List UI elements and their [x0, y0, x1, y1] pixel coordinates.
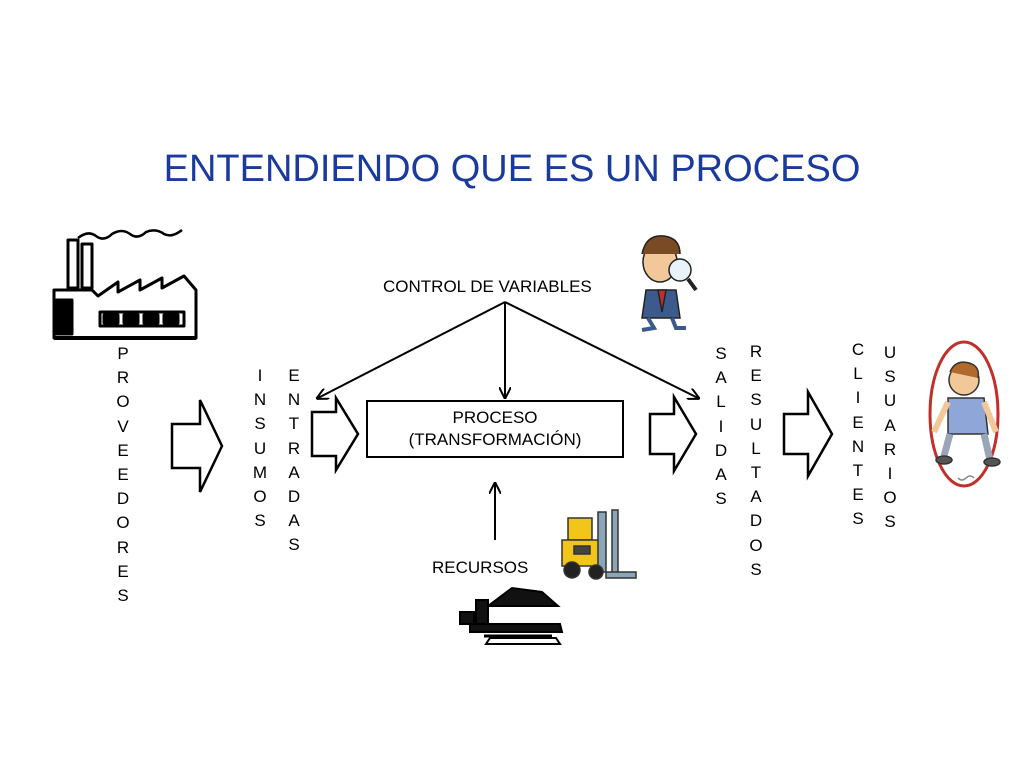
- vertical-letter: E: [288, 366, 300, 385]
- vertical-letter: L: [853, 364, 863, 384]
- block-arrow-2: [310, 393, 360, 475]
- resources-label: RECURSOS: [432, 558, 529, 577]
- vertical-letter: P: [117, 344, 129, 363]
- vertical-letter: O: [253, 487, 267, 507]
- vertical-letter: T: [852, 461, 864, 481]
- block-arrow-1: [170, 399, 224, 493]
- vertical-letter: R: [116, 368, 130, 388]
- vertical-letter: I: [257, 366, 263, 385]
- vertical-letter: D: [116, 489, 130, 509]
- vertical-letter: O: [883, 488, 897, 508]
- vertical-letter: N: [851, 436, 865, 456]
- vertical-letter: S: [750, 559, 762, 579]
- vertical-letter: R: [287, 438, 301, 458]
- control-to-salidas-line: [504, 301, 698, 398]
- vertical-letter: M: [252, 462, 268, 482]
- vertical-letter: A: [715, 368, 727, 388]
- vertical-letter: R: [116, 537, 130, 557]
- vertical-letter: O: [749, 535, 763, 555]
- vertical-letter: A: [750, 487, 762, 507]
- vertical-letter: A: [288, 511, 300, 531]
- vertical-letter: T: [288, 414, 300, 434]
- vertical-letter: C: [851, 340, 865, 359]
- vertical-letter: D: [714, 440, 728, 460]
- vertical-letter: S: [750, 390, 762, 410]
- vertical-letter: U: [253, 438, 267, 458]
- vertical-letter: S: [715, 489, 727, 509]
- vertical-letter: S: [254, 511, 266, 531]
- vertical-letter: S: [884, 512, 896, 532]
- vertical-letter: N: [253, 390, 267, 410]
- vertical-letter: N: [287, 390, 301, 410]
- vertical-letter: O: [116, 513, 130, 533]
- vertical-letter: D: [287, 487, 301, 507]
- vertical-letter: I: [718, 416, 724, 436]
- process-box: PROCESO (TRANSFORMACIÓN): [366, 400, 624, 458]
- vertical-letter: L: [716, 392, 726, 412]
- vertical-letter: V: [117, 416, 129, 436]
- vertical-letter: S: [288, 535, 300, 555]
- vertical-letter: U: [749, 414, 763, 434]
- vertical-letter: E: [117, 465, 129, 485]
- vertical-letter: E: [117, 561, 129, 581]
- page-title: ENTENDIENDO QUE ES UN PROCESO: [163, 148, 861, 190]
- vertical-letter: D: [749, 511, 763, 531]
- vertical-letter: I: [887, 464, 893, 484]
- vertical-letter: S: [117, 586, 129, 606]
- vertical-letter: S: [715, 344, 727, 363]
- control-label: CONTROL DE VARIABLES: [383, 277, 592, 296]
- vertical-letter: R: [749, 342, 763, 361]
- control-to-entradas-line: [318, 301, 506, 398]
- vertical-letter: I: [855, 388, 861, 408]
- vertical-letter: O: [116, 392, 130, 412]
- process-line1: PROCESO: [452, 408, 538, 427]
- vertical-letter: T: [750, 463, 762, 483]
- vertical-letter: A: [884, 415, 896, 435]
- vertical-letter: E: [117, 440, 129, 460]
- vertical-letter: U: [883, 343, 897, 362]
- vertical-letter: S: [884, 367, 896, 387]
- vertical-letter: E: [852, 485, 864, 505]
- process-line2: (TRANSFORMACIÓN): [408, 430, 582, 449]
- block-arrow-4: [782, 387, 834, 481]
- vertical-letter: R: [883, 439, 897, 459]
- vertical-letter: A: [288, 462, 300, 482]
- vertical-letter: L: [751, 438, 761, 458]
- vertical-letter: S: [254, 414, 266, 434]
- vertical-letter: U: [883, 391, 897, 411]
- vertical-letter: E: [852, 412, 864, 432]
- block-arrow-3: [648, 392, 698, 476]
- vertical-letter: S: [852, 509, 864, 529]
- vertical-letter: E: [750, 366, 762, 386]
- vertical-letter: A: [715, 465, 727, 485]
